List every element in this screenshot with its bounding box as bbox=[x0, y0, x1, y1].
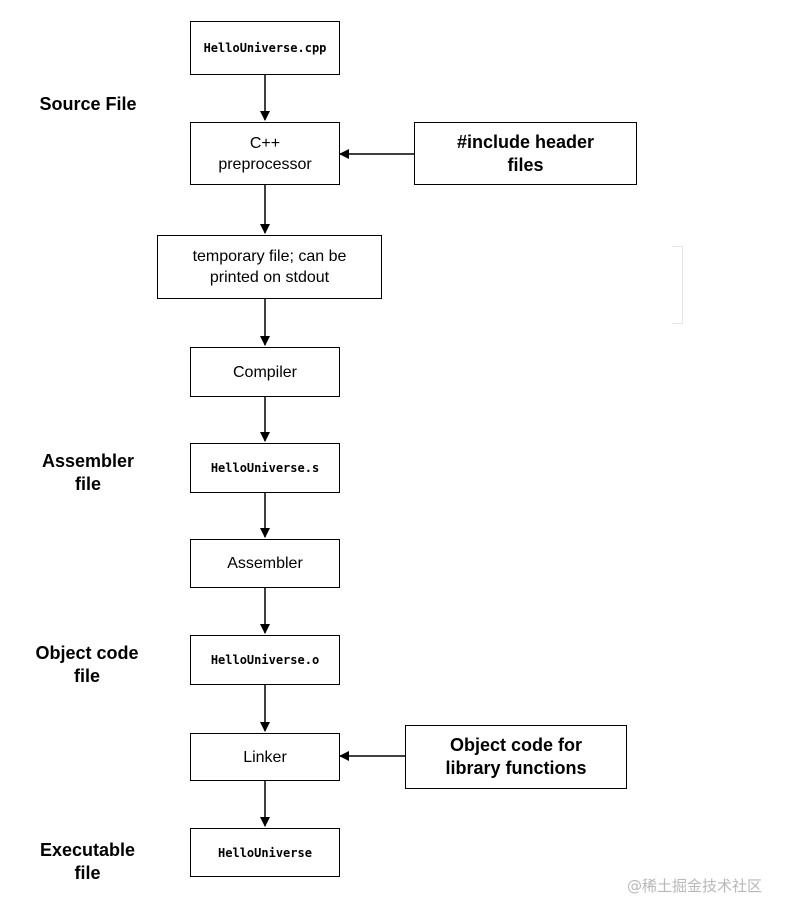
label-executable-file-text: Executable file bbox=[39, 840, 136, 883]
label-assembler-file-text: Assembler file bbox=[41, 451, 135, 494]
watermark: @稀土掘金技术社区 bbox=[626, 877, 762, 895]
source-file-text: HelloUniverse.cpp bbox=[203, 41, 327, 55]
label-executable-file: Executable file bbox=[25, 839, 150, 885]
executable-box: HelloUniverse bbox=[190, 828, 340, 877]
source-file-box: HelloUniverse.cpp bbox=[190, 21, 340, 75]
faint-bracket-decoration bbox=[672, 246, 683, 324]
compiler-box: Compiler bbox=[190, 347, 340, 397]
linker-text: Linker bbox=[243, 748, 287, 766]
assembler-file-text: HelloUniverse.s bbox=[210, 461, 320, 475]
temp-file-box: temporary file; can be printed on stdout bbox=[157, 235, 382, 299]
temp-file-text: temporary file; can be printed on stdout bbox=[192, 248, 347, 286]
library-object-code-box: Object code for library functions bbox=[405, 725, 627, 789]
object-file-box: HelloUniverse.o bbox=[190, 635, 340, 685]
header-files-box: #include header files bbox=[414, 122, 637, 185]
executable-text: HelloUniverse bbox=[218, 845, 312, 860]
header-files-text: #include header files bbox=[456, 131, 595, 175]
label-source-file-text: Source File bbox=[39, 94, 137, 114]
compiler-text: Compiler bbox=[232, 363, 297, 381]
library-object-code-text: Object code for library functions bbox=[445, 735, 587, 778]
label-source-file: Source File bbox=[28, 93, 148, 116]
preprocessor-box: C++ preprocessor bbox=[190, 122, 340, 185]
label-object-code-file: Object code file bbox=[22, 642, 152, 688]
assembler-text: Assembler bbox=[227, 555, 303, 572]
assembler-file-box: HelloUniverse.s bbox=[190, 443, 340, 493]
preprocessor-text: C++ preprocessor bbox=[218, 134, 312, 173]
linker-box: Linker bbox=[190, 733, 340, 781]
assembler-box: Assembler bbox=[190, 539, 340, 588]
object-file-text: HelloUniverse.o bbox=[210, 653, 320, 667]
label-assembler-file: Assembler file bbox=[28, 450, 148, 496]
label-object-code-file-text: Object code file bbox=[35, 643, 139, 686]
